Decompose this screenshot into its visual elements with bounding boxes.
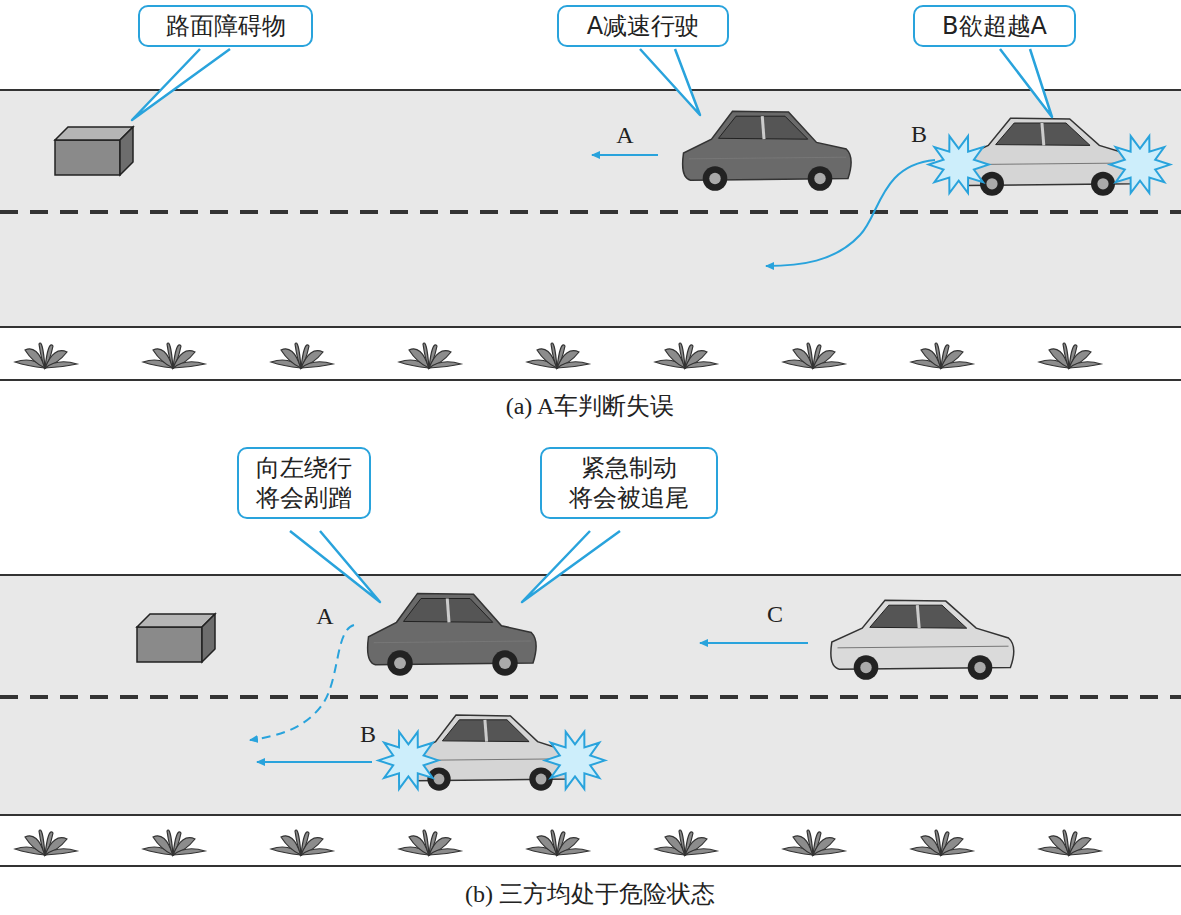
- roadside-plant: [15, 343, 77, 368]
- callout-box: 路面障碍物: [138, 5, 313, 47]
- car-hub: [499, 657, 511, 669]
- car: [831, 600, 1014, 680]
- roadside-plant: [143, 830, 205, 855]
- roadside-plant: [399, 343, 461, 368]
- flash-light: [1110, 136, 1170, 193]
- car: [929, 118, 1170, 196]
- car-hub: [986, 178, 997, 189]
- car-label: C: [767, 600, 783, 628]
- callout-box: 向左绕行 将会剐蹭: [237, 447, 371, 519]
- car-wheel: [980, 172, 1004, 196]
- car-wheel: [1091, 172, 1115, 196]
- roadside-plant: [271, 343, 333, 368]
- callout-box: B欲超越A: [913, 5, 1076, 47]
- roadside-plant: [15, 830, 77, 855]
- roadside-plant: [527, 830, 589, 855]
- car-window: [442, 720, 529, 742]
- car-hub: [974, 662, 985, 673]
- car-wheel: [427, 767, 450, 790]
- car-wheel: [854, 655, 879, 680]
- car: [378, 715, 605, 791]
- car-hub: [394, 657, 406, 669]
- car-hub: [1097, 178, 1108, 189]
- roadside-plant: [527, 343, 589, 368]
- car-pillar: [485, 720, 487, 742]
- roadside-plant: [911, 343, 973, 368]
- car-trim: [689, 157, 847, 159]
- callout-text: B欲超越A: [925, 11, 1064, 41]
- roadside-plant: [1039, 343, 1101, 368]
- callout-text: A减速行驶: [569, 11, 717, 41]
- car-hub: [814, 173, 825, 184]
- roadside-plant: [271, 830, 333, 855]
- car: [368, 593, 536, 675]
- callout-text: 路面障碍物: [150, 11, 301, 41]
- callout-text: 向左绕行 将会剐蹭: [249, 453, 359, 513]
- car-pillar: [447, 599, 449, 623]
- roadside-plant: [655, 343, 717, 368]
- car-pillar: [917, 605, 919, 628]
- roadside-plant: [399, 830, 461, 855]
- car: [683, 111, 851, 191]
- roadside-plant: [783, 343, 845, 368]
- car-wheel: [703, 166, 728, 191]
- roadside-plant: [1039, 830, 1101, 855]
- callout-box: A减速行驶: [557, 5, 729, 47]
- sub-caption: (b) 三方均处于危险状态: [465, 880, 715, 908]
- flash-light: [378, 732, 438, 789]
- car-window: [996, 123, 1090, 145]
- sub-caption: (a) A车判断失误: [506, 392, 675, 420]
- car-hub: [536, 774, 547, 785]
- car-wheel: [387, 650, 413, 676]
- car-pillar: [1042, 123, 1044, 145]
- roadside-plant: [655, 830, 717, 855]
- callout-box: 紧急制动 将会被追尾: [540, 447, 718, 519]
- car-label: B: [360, 720, 376, 748]
- car-window: [719, 116, 808, 139]
- car-trim: [374, 641, 532, 643]
- roadside-plant: [143, 343, 205, 368]
- car-label: A: [616, 121, 633, 149]
- car-wheel: [808, 166, 833, 191]
- car-hub: [709, 173, 720, 184]
- car-hub: [434, 774, 445, 785]
- roadside-plant: [911, 830, 973, 855]
- flash-light: [929, 136, 989, 193]
- car-label: A: [316, 602, 333, 630]
- car-window: [870, 605, 967, 628]
- car-wheel: [492, 650, 518, 676]
- roadside-plant: [783, 830, 845, 855]
- car-window: [404, 599, 493, 623]
- flash-light: [545, 732, 605, 789]
- car-trim: [838, 646, 1009, 648]
- car-hub: [860, 662, 871, 673]
- car-label: B: [911, 120, 927, 148]
- callout-text: 紧急制动 将会被追尾: [552, 453, 706, 513]
- car-pillar: [762, 116, 764, 139]
- car-wheel: [968, 655, 993, 680]
